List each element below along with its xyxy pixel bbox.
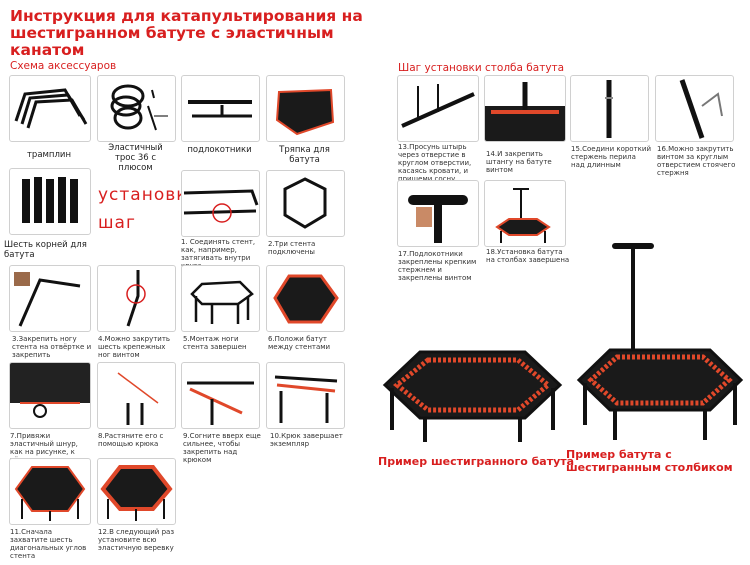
leg-joint-icon [126, 270, 146, 327]
pole-step-card [484, 75, 566, 142]
accessory-label: подлокотники [187, 145, 252, 155]
pole-step-caption: 14.И закрепить штангу на батуте винтом [486, 150, 552, 174]
pole-step-caption: 15.Соедини короткий стержень перила над … [571, 145, 651, 169]
step-caption: 3.Закрепить ногу стента на отвёртке и за… [12, 335, 92, 359]
all-cords-icon [100, 465, 173, 521]
step-card [9, 265, 91, 332]
hexagon-trampoline-illustration [382, 350, 563, 442]
example-plain-label: Пример шестигранного батута [378, 455, 575, 468]
pole-step-card [397, 180, 479, 247]
pole-step-card [655, 75, 734, 142]
accessory-label: Шесть корней для батута [4, 240, 87, 260]
step-caption: 9.Согните вверх еще сильнее, чтобы закре… [183, 432, 261, 464]
handlebar-icon [188, 100, 252, 118]
frame-with-legs-icon [190, 280, 254, 324]
step-caption: 4.Можно закрутить шесть крепежных ног ви… [98, 335, 171, 359]
step-card [9, 458, 91, 525]
step-card [97, 265, 176, 332]
page-title: Инструкция для катапультирования на шест… [10, 7, 363, 59]
pole-step-caption: 18.Установка батута на столбах завершена [486, 248, 570, 264]
pole-heading: Шаг установки столба батута [398, 62, 565, 74]
accessory-mat [266, 75, 345, 142]
step-card [266, 265, 345, 332]
pole-step-caption: 17.Подлокотники закреплены крепким стерж… [398, 250, 477, 282]
step-card [181, 362, 260, 429]
step-card [9, 362, 91, 429]
step-caption: 8.Растяните его с помощью крюка [98, 432, 164, 448]
pole-step-card [397, 75, 479, 142]
hexagon-frame-icon [283, 177, 327, 229]
step-card [97, 458, 176, 525]
step-card [266, 362, 345, 429]
accessory-elastic-cord [97, 75, 176, 142]
stretch-cord-icon [117, 372, 159, 425]
trampoline-frame-icon [14, 88, 88, 129]
step-caption: 11.Сначала захватите шесть диагональных … [10, 528, 87, 560]
install-word: установк [98, 185, 188, 205]
accessories-heading: Схема аксессуаров [10, 60, 117, 72]
legs-icon [22, 177, 78, 223]
pole-step-caption: 16.Можно закрутить винтом за круглым отв… [657, 145, 736, 177]
pole-trampoline-icon [495, 188, 551, 243]
step-caption: 5.Монтаж ноги стента завершен [183, 335, 247, 351]
corner-cords-icon [14, 466, 86, 521]
accessory-trampoline-legs [9, 75, 91, 142]
join-rod-icon [605, 80, 613, 138]
hook-done-icon [274, 375, 338, 423]
leg-screw-icon [14, 272, 81, 327]
fix-pole-icon [485, 82, 565, 141]
step-caption: 2.Три стента подключены [268, 240, 316, 256]
accessory-handles [181, 75, 260, 142]
mat-fabric-icon [275, 88, 335, 136]
step-word: шаг [98, 213, 136, 233]
handle-bar-icon [408, 195, 468, 243]
elastic-cord-icon [110, 84, 168, 131]
step-caption: 6.Положи батут между стентами [268, 335, 331, 351]
step-card [97, 362, 176, 429]
pole-step-card [570, 75, 649, 142]
connect-frame-icon [183, 189, 259, 223]
bend-cord-icon [187, 381, 254, 425]
step-caption: 10.Крюк завершает экземпляр [270, 432, 343, 448]
accessory-label: Тряпка для батута [279, 145, 330, 165]
mat-on-frame-icon [273, 274, 339, 324]
accessory-label: трамплин [26, 150, 72, 160]
pole-step-card [484, 180, 566, 247]
accessory-label: Эластичный трос 36 с плюсом [108, 143, 163, 173]
example-pole-label: Пример батута с шестигранным столбиком [566, 448, 733, 474]
pole-trampoline-illustration [576, 243, 744, 440]
step-caption: 12.В следующий раз установите всю эласти… [98, 528, 175, 552]
tie-cord-icon [10, 363, 90, 418]
step-card [266, 170, 345, 237]
step-card [181, 170, 260, 237]
screw-rod-icon [679, 79, 723, 139]
accessory-legs [9, 168, 91, 235]
step-card [181, 265, 260, 332]
insert-pin-icon [401, 84, 475, 128]
